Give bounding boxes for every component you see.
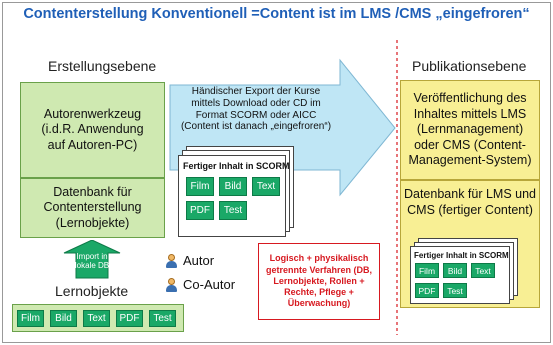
- author-icon: [165, 253, 177, 268]
- publication-box: Veröffentlichung des Inhaltes mittels LM…: [400, 80, 540, 180]
- scorm-left-bild: Bild: [219, 177, 247, 196]
- publication-text: Veröffentlichung des Inhaltes mittels LM…: [408, 90, 532, 168]
- authoring-tool-text: Autorenwerkzeug (i.d.R. Anwendung auf Au…: [41, 106, 144, 152]
- scorm-right-bild: Bild: [443, 263, 467, 278]
- scorm-left-text: Text: [252, 177, 280, 196]
- scorm-right-film: Film: [415, 263, 439, 278]
- lo-text: Text: [83, 310, 110, 327]
- lo-pdf: PDF: [116, 310, 143, 327]
- scorm-label-left: Fertiger Inhalt in SCORM: [183, 161, 290, 171]
- lo-film: Film: [17, 310, 44, 327]
- scorm-left-pdf: PDF: [186, 201, 214, 220]
- content-database-box: Datenbank für Contenterstellung (Lernobj…: [20, 178, 165, 238]
- scorm-left-test: Test: [219, 201, 247, 220]
- content-database-text: Datenbank für Contenterstellung (Lernobj…: [43, 184, 142, 230]
- export-text: Händischer Export der Kurse mittels Down…: [180, 86, 332, 133]
- heading-publikationsebene: Publikationsebene: [412, 58, 527, 74]
- import-label: Import in lokale DB: [74, 252, 110, 271]
- separation-note: Logisch + physikalisch getrennte Verfahr…: [258, 243, 380, 320]
- co-author-icon: [165, 277, 177, 292]
- legend-author-label: Autor: [183, 253, 215, 268]
- heading-erstellungsebene: Erstellungsebene: [48, 58, 157, 74]
- scorm-right-test: Test: [443, 283, 467, 298]
- import-arrow: [63, 240, 121, 279]
- legend-co-author-label: Co-Autor: [183, 277, 236, 292]
- lms-database-text: Datenbank für LMS und CMS (fertiger Cont…: [403, 187, 537, 217]
- page-title: Contenterstellung Konventionell =Content…: [23, 6, 530, 22]
- scorm-left-film: Film: [186, 177, 214, 196]
- authoring-tool-box: Autorenwerkzeug (i.d.R. Anwendung auf Au…: [20, 82, 165, 178]
- scorm-doc-front: [178, 155, 286, 237]
- legend-author: Autor: [165, 253, 214, 268]
- scorm-label-right: Fertiger Inhalt in SCORM: [414, 251, 509, 260]
- scorm-right-text: Text: [471, 263, 495, 278]
- lo-test: Test: [149, 310, 176, 327]
- scorm-right-pdf: PDF: [415, 283, 439, 298]
- legend-co-author: Co-Autor: [165, 277, 235, 292]
- heading-lernobjekte: Lernobjekte: [55, 283, 129, 299]
- separation-note-text: Logisch + physikalisch getrennte Verfahr…: [265, 253, 373, 309]
- lo-bild: Bild: [50, 310, 77, 327]
